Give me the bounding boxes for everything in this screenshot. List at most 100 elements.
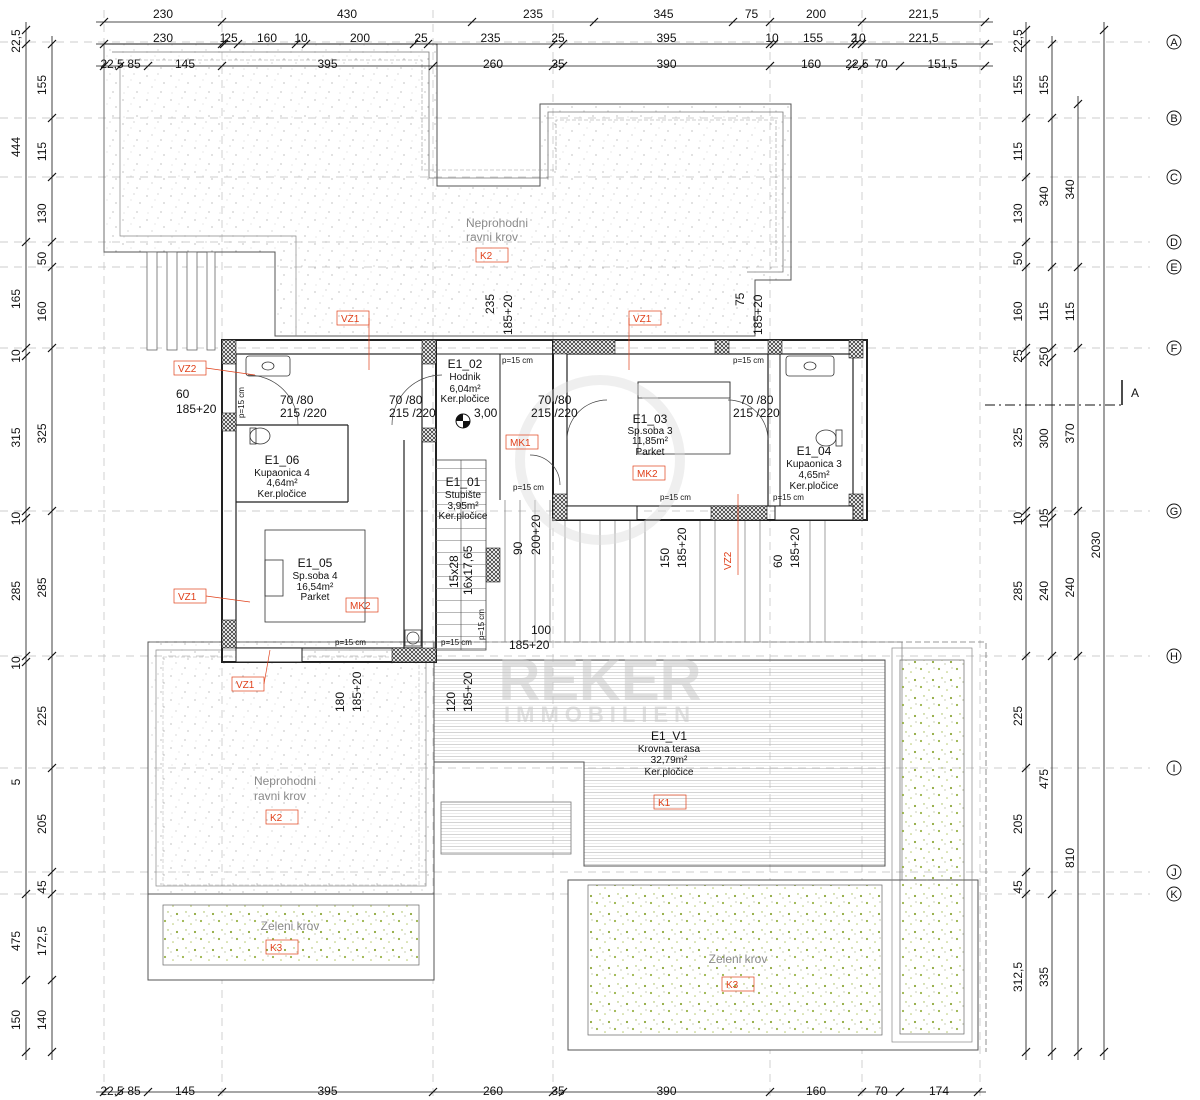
axis-marker-label: F: [1171, 343, 1178, 355]
dimension-tick: [143, 1087, 153, 1097]
dimension-label: 340: [1037, 186, 1051, 206]
room-id: E1_04: [797, 444, 832, 458]
axis-marker-label: G: [1170, 506, 1179, 518]
dimension-label: 25: [551, 31, 565, 45]
dimension-label: 285: [9, 581, 23, 601]
dimension-label: 312,5: [1011, 962, 1025, 992]
dimension-tick: [589, 17, 599, 27]
window-height: 185+20: [461, 671, 475, 712]
dimension-tick: [980, 17, 990, 27]
room-id: E1_05: [298, 556, 333, 570]
axis-marker-circle: [1166, 886, 1182, 902]
dimension-tick: [765, 17, 775, 27]
axis-marker-circle: [1166, 503, 1182, 519]
dimension-tick: [21, 506, 31, 516]
dimension-tick: [1021, 113, 1031, 123]
dimension-label: 22,5: [1011, 29, 1025, 53]
axis-marker-circle: [1166, 864, 1182, 880]
tag-vz2: VZ2: [178, 364, 197, 375]
dimension-tick: [548, 61, 558, 71]
window-width: 60: [176, 387, 190, 401]
dimension-tick: [1047, 513, 1057, 523]
dimension-tick: [217, 39, 227, 49]
sill-label: p=15 cm: [237, 387, 246, 418]
dimension-tick: [1021, 343, 1031, 353]
dimension-label: 10: [852, 31, 866, 45]
dimension-label: 10: [9, 349, 23, 363]
dimension-label: 235: [480, 31, 500, 45]
axis-marker-circle: [1166, 110, 1182, 126]
dimension-tick: [1047, 262, 1057, 272]
sill-label: p=15 cm: [441, 638, 472, 647]
dimension-tick: [99, 1087, 109, 1097]
material-tag-texts: K2 K2 K1 K3 K3 VZ1 VZ1 VZ1 VZ1 VZ2 VZ2 M…: [178, 251, 739, 991]
dimension-tick: [857, 1087, 867, 1097]
dimension-tick: [115, 61, 125, 71]
dimension-label: 240: [1037, 581, 1051, 601]
dimension-label: 395: [317, 1084, 337, 1098]
room-labels: E1_02 Hodnik 6,04m² Ker.pločice E1_01 St…: [254, 357, 842, 778]
dimension-tick: [21, 39, 31, 49]
sill-label: p=15 cm: [477, 609, 486, 640]
dimension-label: 35: [551, 57, 565, 71]
dimension-label: 230: [153, 7, 173, 21]
dimension-label: 130: [1011, 203, 1025, 223]
dimension-tick: [1021, 351, 1031, 361]
dimension-tick: [765, 39, 775, 49]
dimension-tick: [1021, 513, 1031, 523]
dimension-tick: [47, 651, 57, 661]
window-height: 185+20: [509, 638, 550, 652]
dimension-label: 2030: [1089, 531, 1103, 558]
roof-label-left-line1: Neprohodni: [254, 774, 316, 788]
sill-label: p=15 cm: [733, 356, 764, 365]
dimension-tick: [558, 39, 568, 49]
window-labels: 60 185+20 235 185+20 75 185+20 90 200+20…: [176, 292, 802, 712]
dimension-label: 315: [9, 427, 23, 447]
dimension-label: 235: [523, 7, 543, 21]
dimension-tick: [1021, 763, 1031, 773]
roof-label-left-line2: ravni krov: [254, 789, 306, 803]
window-height: 185+20: [501, 294, 515, 335]
dimension-label: 205: [1011, 814, 1025, 834]
dimension-tick: [21, 343, 31, 353]
dimension-label: 160: [801, 57, 821, 71]
dimension-label: 140: [35, 1010, 49, 1030]
dimension-label: 260: [483, 57, 503, 71]
room-id: E1_06: [265, 453, 300, 467]
dimension-tick: [558, 61, 568, 71]
dimension-label: 45: [35, 880, 49, 894]
dimension-label: 430: [337, 7, 357, 21]
dimension-label: 285: [35, 577, 49, 597]
axis-marker-circle: [1166, 760, 1182, 776]
dimension-label: 115: [1063, 302, 1077, 321]
room-floor: Parket: [636, 447, 665, 458]
window-width: 235: [483, 294, 497, 314]
furniture: [245, 355, 843, 647]
dimension-label: 340: [1063, 179, 1077, 199]
dimension-label: 145: [175, 1084, 195, 1098]
dimension-label: 115: [35, 142, 49, 161]
dimension-tick: [851, 39, 861, 49]
door-width: 70 /80: [538, 393, 572, 407]
sill-label: p=15 cm: [513, 483, 544, 492]
door-width: 70 /80: [389, 393, 423, 407]
room-id: E1_02: [448, 357, 483, 371]
dimension-tick: [143, 61, 153, 71]
dimension-label: 10: [294, 31, 308, 45]
dimension-tick: [115, 1087, 125, 1097]
tag-k2: K2: [480, 251, 493, 262]
dimension-tick: [1073, 99, 1083, 109]
dimension-tick: [47, 763, 57, 773]
dimension-label: 160: [1011, 301, 1025, 321]
tag-k2: K2: [270, 813, 283, 824]
dimension-label: 25: [414, 31, 428, 45]
dimension-label: 225: [1011, 706, 1025, 726]
dimension-tick: [895, 1087, 905, 1097]
dimension-tick: [99, 17, 109, 27]
axis-marker-label: K: [1170, 889, 1178, 901]
dimension-tick: [47, 343, 57, 353]
dimension-label: 2: [851, 31, 858, 45]
tag-mk1: MK1: [510, 438, 531, 449]
sill-label: p=15 cm: [660, 493, 691, 502]
